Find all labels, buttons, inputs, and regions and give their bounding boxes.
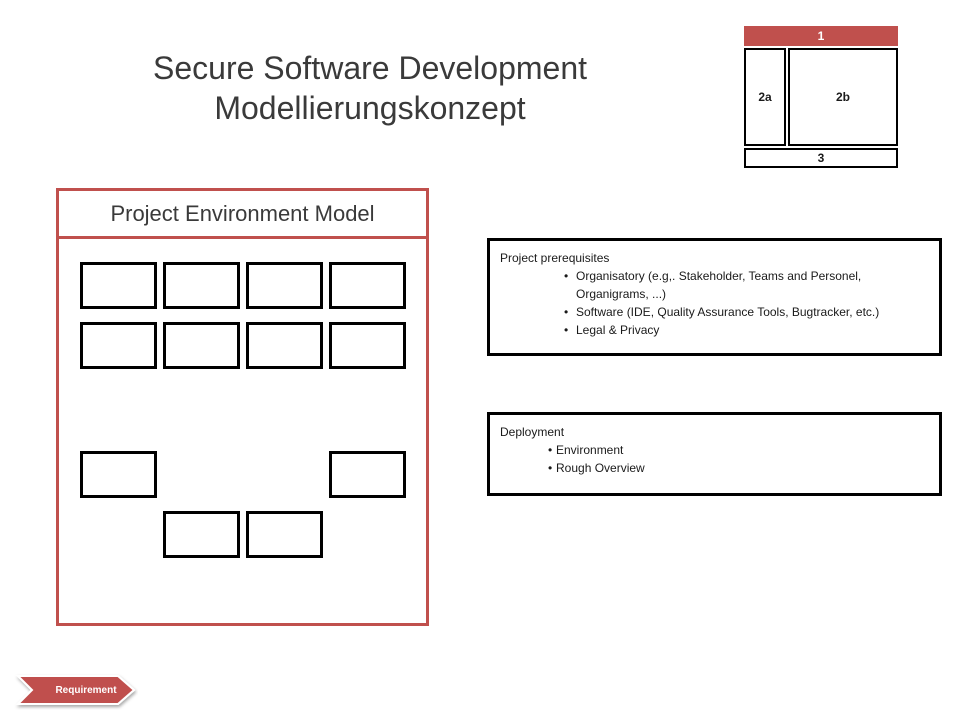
legend-region-2a: 2a: [744, 48, 786, 146]
model-cell: [80, 322, 157, 369]
model-cell: [80, 451, 157, 498]
requirement-tag: Requirement: [14, 670, 138, 710]
title-line-2: Modellierungskonzept: [214, 90, 526, 126]
prerequisites-list: Organisatory (e.g,. Stakeholder, Teams a…: [500, 267, 929, 339]
model-cell: [329, 451, 406, 498]
layout-legend: 1 2a 2b 3: [744, 26, 898, 168]
legend-region-3: 3: [744, 148, 898, 168]
model-cell: [246, 511, 323, 558]
prerequisites-item: Software (IDE, Quality Assurance Tools, …: [564, 303, 929, 321]
deployment-item: Rough Overview: [548, 459, 929, 477]
model-cell: [163, 511, 240, 558]
prerequisites-title: Project prerequisites: [500, 251, 610, 265]
prerequisites-box: Project prerequisites Organisatory (e.g,…: [487, 238, 942, 356]
legend-region-1: 1: [744, 26, 898, 46]
project-environment-model-panel: Project Environment Model: [56, 188, 429, 626]
model-cell: [329, 322, 406, 369]
model-cell: [246, 322, 323, 369]
slide-title: Secure Software Development Modellierung…: [120, 48, 620, 128]
model-cell: [163, 262, 240, 309]
title-line-1: Secure Software Development: [153, 50, 587, 86]
model-cell: [163, 322, 240, 369]
legend-region-2b: 2b: [788, 48, 898, 146]
chevron-shape: [15, 675, 136, 705]
model-cell: [329, 262, 406, 309]
panel-title: Project Environment Model: [59, 191, 426, 239]
deployment-box: Deployment Environment Rough Overview: [487, 412, 942, 496]
model-cell: [80, 262, 157, 309]
requirement-label: Requirement: [55, 684, 117, 696]
deployment-list: Environment Rough Overview: [500, 441, 929, 477]
prerequisites-item: Legal & Privacy: [564, 321, 929, 339]
deployment-title: Deployment: [500, 425, 565, 439]
deployment-item: Environment: [548, 441, 929, 459]
model-cell: [246, 262, 323, 309]
prerequisites-item: Organisatory (e.g,. Stakeholder, Teams a…: [564, 267, 929, 303]
